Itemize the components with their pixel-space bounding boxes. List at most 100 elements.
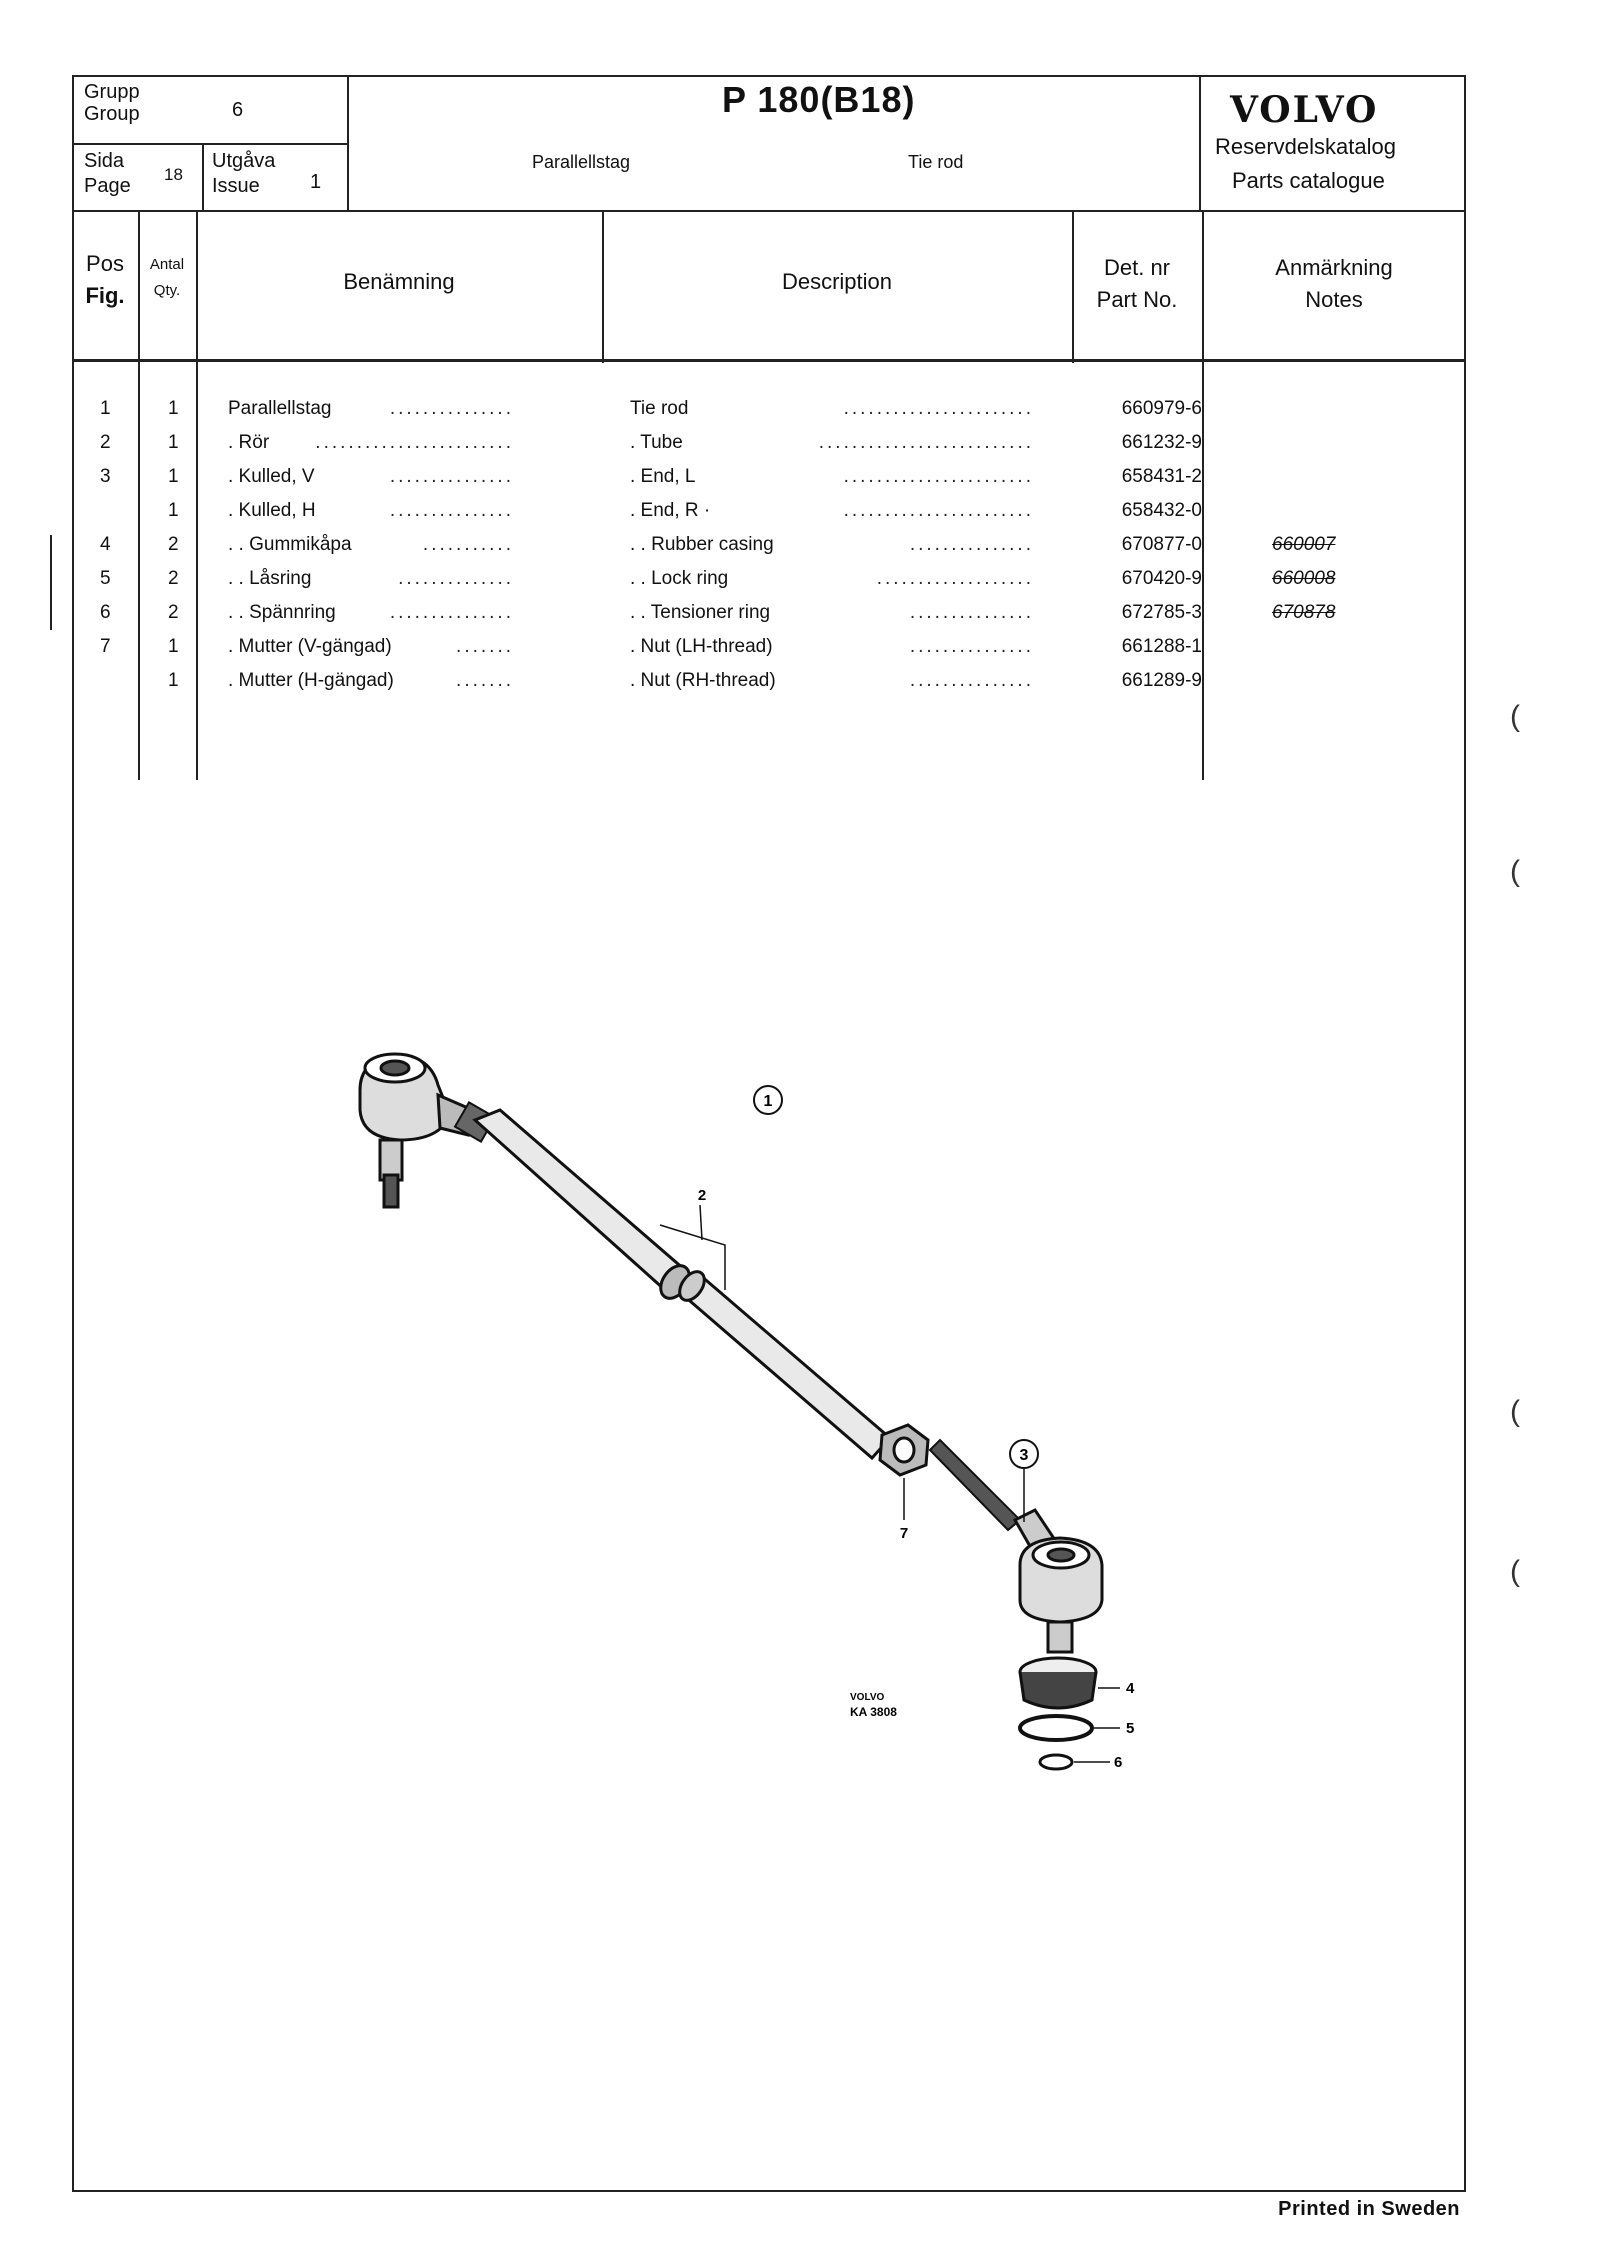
- table-row: 4 2 . . Gummikåpa ........... . . Rubber…: [72, 534, 1466, 568]
- row-description: . . Tensioner ring: [630, 602, 771, 623]
- tube: [472, 1108, 893, 1461]
- table-row: 3 1 . Kulled, V ............... . End, L…: [72, 466, 1466, 500]
- col-name-header: Benämning: [343, 269, 455, 294]
- callout-2: 2: [698, 1187, 706, 1204]
- row-part-no: 661289-9: [1121, 670, 1202, 691]
- callout-7: 7: [900, 1525, 908, 1542]
- table-row: 6 2 . . Spännring ............... . . Te…: [72, 602, 1466, 636]
- row-description: . . Rubber casing: [630, 534, 774, 555]
- row-dots-sv: .......: [456, 636, 514, 657]
- tube-callout: [659, 1204, 726, 1290]
- row-pos: 2: [100, 432, 111, 453]
- figure-stamp-brand: VOLVO: [850, 1692, 884, 1703]
- header-divider-v1: [347, 75, 349, 212]
- row-description: . Tube: [630, 432, 683, 453]
- page-label-sv: Sida: [84, 150, 125, 172]
- row-dots-en: .......................: [843, 466, 1034, 487]
- col-qty-sv: Antal: [149, 256, 185, 273]
- margin-mark-4: (: [1510, 1555, 1520, 1588]
- margin-mark-2: (: [1510, 855, 1520, 888]
- col-qty-header: Antal Qty.: [138, 252, 196, 304]
- row-name-sv: . Kulled, H: [228, 500, 316, 521]
- row-qty: 1: [168, 398, 179, 419]
- col-notes-en: Notes: [1305, 287, 1363, 312]
- row-name-sv: . . Gummikåpa: [228, 534, 352, 555]
- left-ball-joint: [358, 1052, 470, 1209]
- row-dots-en: ...................: [876, 568, 1034, 589]
- row-qty: 2: [168, 568, 179, 589]
- col-divider-pos: [138, 212, 140, 780]
- margin-binding-line: [50, 535, 52, 630]
- page-value: 18: [164, 165, 183, 184]
- row-name-sv: . Rör: [228, 432, 270, 453]
- row-dots-sv: .......: [456, 670, 514, 691]
- row-part-no: 661232-9: [1121, 432, 1202, 453]
- col-notes-sv: Anmärkning: [1275, 255, 1393, 280]
- catalog-sv: Reservdelskatalog: [1215, 134, 1396, 159]
- group-label-en: Group: [84, 103, 140, 125]
- rubber-casing: [1018, 1656, 1098, 1710]
- row-dots-sv: ..............: [398, 568, 514, 589]
- right-ball-joint: [1012, 1508, 1104, 1654]
- col-partno-en: Part No.: [1096, 287, 1178, 312]
- margin-mark-1: (: [1510, 700, 1520, 733]
- issue-value: 1: [310, 171, 322, 193]
- row-qty: 1: [168, 500, 179, 521]
- row-pos: 1: [100, 398, 111, 419]
- header-divider-left: [72, 143, 347, 145]
- callout-3-circle: [1009, 1439, 1039, 1469]
- col-partno-header: Det. nr Part No.: [1072, 252, 1202, 316]
- col-notes-header: Anmärkning Notes: [1202, 252, 1466, 316]
- row-qty: 1: [168, 636, 179, 657]
- right-thread: [928, 1438, 1022, 1532]
- row-dots-sv: ...............: [389, 466, 514, 487]
- row-qty: 1: [168, 432, 179, 453]
- row-name-sv: . . Låsring: [228, 568, 312, 589]
- subject-sv: Parallellstag: [532, 152, 631, 172]
- row-qty: 1: [168, 670, 179, 691]
- table-row: 7 1 . Mutter (V-gängad) ....... . Nut (L…: [72, 636, 1466, 670]
- col-divider-part: [1202, 212, 1204, 780]
- callout-3: 3: [1020, 1447, 1029, 1464]
- col-divider-name: [602, 212, 604, 363]
- row-description: . Nut (LH-thread): [630, 636, 773, 657]
- printed-in-sweden: Printed in Sweden: [1278, 2198, 1460, 2220]
- group-value: 6: [232, 99, 244, 121]
- table-row: 5 2 . . Låsring .............. . . Lock …: [72, 568, 1466, 602]
- row-description: . . Lock ring: [630, 568, 729, 589]
- table-row: 1 . Mutter (H-gängad) ....... . Nut (RH-…: [72, 670, 1466, 704]
- row-name-sv: . Mutter (H-gängad): [228, 670, 394, 691]
- page-label-en: Page: [84, 175, 131, 197]
- row-dots-en: ..........................: [818, 432, 1034, 453]
- row-part-no: 670420-9: [1121, 568, 1202, 589]
- row-pos: 4: [100, 534, 111, 555]
- row-dots-en: ...............: [909, 670, 1034, 691]
- callout-1-circle: [753, 1085, 783, 1115]
- header-block: Grupp Group 6 Sida Page 18 Utgåva Issue …: [72, 75, 1466, 212]
- row-pos: 7: [100, 636, 111, 657]
- row-part-no: 660979-6: [1121, 398, 1202, 419]
- row-part-no: 661288-1: [1121, 636, 1202, 657]
- row-dots-en: ...............: [909, 636, 1034, 657]
- row-description: . Nut (RH-thread): [630, 670, 776, 691]
- table-row: 1 1 Parallellstag ............... Tie ro…: [72, 398, 1466, 432]
- table-row: 1 . Kulled, H ............... . End, R ·…: [72, 500, 1466, 534]
- row-pos: 6: [100, 602, 111, 623]
- figure-stamp-code: KA 3808: [850, 1705, 897, 1719]
- callout-5: 5: [1126, 1720, 1134, 1737]
- row-name-sv: . Mutter (V-gängad): [228, 636, 392, 657]
- issue-label-en: Issue: [212, 175, 260, 197]
- tie-rod-figure: 1 3 2 4 5 6 7 VOLVO KA 3808: [358, 1052, 1135, 1771]
- subject-en: Tie rod: [908, 152, 964, 172]
- row-name-sv: Parallellstag: [228, 398, 332, 419]
- header-divider-v3: [1199, 75, 1201, 212]
- leader-lines: [903, 1468, 1120, 1763]
- row-description: . End, L: [630, 466, 696, 487]
- catalog-en: Parts catalogue: [1232, 168, 1385, 193]
- issue-label-sv: Utgåva: [212, 150, 276, 172]
- row-dots-sv: ........................: [315, 432, 514, 453]
- row-dots-sv: ...........: [422, 534, 514, 555]
- callout-4: 4: [1126, 1680, 1135, 1697]
- tensioner-ring: [1038, 1753, 1074, 1771]
- margin-mark-3: (: [1510, 1395, 1520, 1428]
